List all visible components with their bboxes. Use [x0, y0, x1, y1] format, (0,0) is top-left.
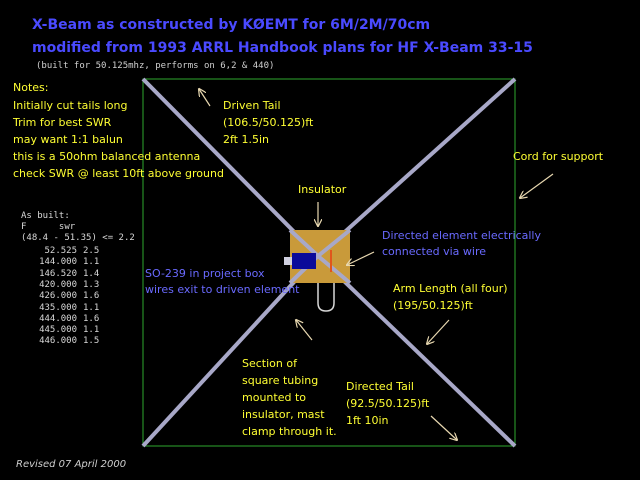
as-built-swr: 1.1 [83, 325, 100, 336]
so239-project-box [292, 253, 316, 269]
cord-label: Cord for support [513, 150, 604, 163]
directed-tail-measure: 1ft 10in [346, 414, 389, 427]
driven-tail-length: (106.5/50.125)ft [223, 116, 314, 129]
arrow-driven-tail [199, 89, 211, 107]
support-cord-frame [142, 78, 516, 447]
as-built-frequency: 420.000 [39, 279, 77, 290]
as-built-frequency: 52.525 [44, 246, 77, 256]
so239-label: SO-239 in project box [145, 267, 265, 280]
mast-clamp [317, 283, 335, 312]
as-built-frequency: 445.000 [39, 325, 77, 336]
directed-tail-length: (92.5/50.125)ft [346, 397, 430, 410]
arrow-directed-tail [430, 415, 457, 440]
arrow-directed-element [347, 251, 375, 265]
section-label-5: clamp through it. [242, 425, 337, 438]
as-built-frequency: 444.000 [39, 313, 77, 324]
note-line: check SWR @ least 10ft above ground [13, 167, 224, 180]
arm-upper-left [141, 77, 320, 258]
so239-label-2: wires exit to driven element [145, 283, 300, 296]
note-line: Trim for best SWR [13, 116, 112, 129]
note-line: this is a 50ohm balanced antenna [13, 150, 201, 163]
as-built-swr: 1.3 [83, 279, 100, 290]
section-label-4: insulator, mast [242, 408, 325, 421]
revised-date: Revised 07 April 2000 [16, 459, 127, 470]
arm-length-value: (195/50.125)ft [393, 299, 473, 312]
arrow-cord [520, 173, 554, 198]
note-line: may want 1:1 balun [13, 133, 123, 146]
as-built-row: 435.000 1.1 [21, 303, 99, 314]
as-built-row: 420.000 1.3 [21, 280, 99, 291]
directed-tail-label: Directed Tail [346, 380, 414, 393]
as-built-swr: 1.4 [83, 268, 100, 279]
arrow-arm-length [427, 319, 450, 344]
as-built-row: 426.000 1.6 [21, 291, 99, 302]
as-built-heading: As built: [21, 211, 70, 221]
arm-length-label: Arm Length (all four) [393, 282, 508, 295]
arrow-section [296, 320, 313, 341]
as-built-row: 446.000 1.5 [21, 336, 99, 347]
as-built-row: 144.000 1.1 [21, 257, 99, 268]
as-built-swr: 1.5 [83, 336, 100, 347]
title-line-2: modified from 1993 ARRL Handbook plans f… [32, 40, 533, 56]
insulator-label: Insulator [298, 183, 347, 196]
directed-element-label: Directed element electrically [382, 229, 541, 242]
section-label-2: square tubing [242, 374, 319, 387]
as-built-formula: (48.4 - 51.35) <= 2.2 [21, 233, 135, 243]
as-built-row: 52.525 2.5 [21, 246, 99, 257]
as-built-columns: F swr [21, 222, 76, 232]
as-built-frequency: 144.000 [39, 257, 77, 268]
title-line-1: X-Beam as constructed by KØEMT for 6M/2M… [32, 17, 431, 33]
section-label: Section of [242, 357, 297, 370]
as-built-row: 444.000 1.6 [21, 314, 99, 325]
as-built-frequency: 435.000 [39, 302, 77, 313]
as-built-frequency: 146.520 [39, 268, 77, 279]
as-built-swr: 2.5 [83, 246, 100, 256]
title-line-3: (built for 50.125mhz, performs on 6,2 & … [36, 61, 275, 71]
notes-heading: Notes: [13, 81, 49, 94]
so239-connector [284, 257, 292, 265]
section-label-3: mounted to [242, 391, 306, 404]
arm-lower-left [141, 254, 320, 448]
note-line: Initially cut tails long [13, 99, 128, 112]
directed-element-label-2: connected via wire [382, 245, 487, 258]
driven-tail-label: Driven Tail [223, 99, 281, 112]
arm-upper-right [316, 77, 517, 258]
as-built-frequency: 446.000 [39, 336, 77, 347]
as-built-swr: 1.6 [83, 291, 100, 302]
as-built-swr: 1.1 [83, 302, 100, 313]
as-built-row: 445.000 1.1 [21, 325, 99, 336]
as-built-frequency: 426.000 [39, 291, 77, 302]
arm-lower-right [316, 254, 517, 448]
driven-tail-measure: 2ft 1.5in [223, 133, 270, 146]
as-built-swr: 1.6 [83, 313, 100, 324]
as-built-row: 146.520 1.4 [21, 269, 99, 280]
as-built-swr: 1.1 [83, 257, 100, 268]
